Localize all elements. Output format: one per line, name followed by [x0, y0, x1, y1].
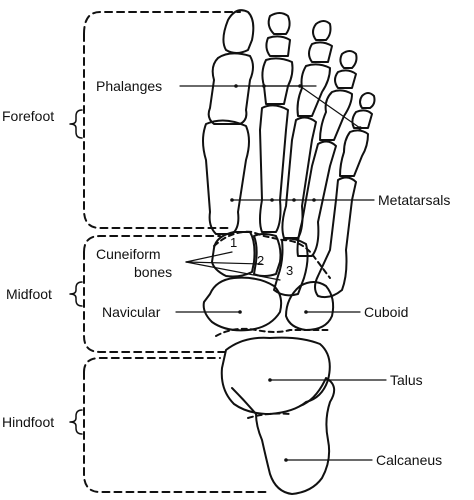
label-navicular: Navicular — [102, 304, 161, 320]
forefoot-brace — [69, 109, 83, 139]
phalanges-leader-3 — [299, 85, 361, 129]
leader-lines — [175, 85, 387, 461]
third-toe-proximal — [296, 63, 331, 117]
second-metatarsal — [259, 104, 289, 233]
label-cuboid: Cuboid — [364, 304, 409, 320]
midfoot-bracket — [83, 235, 227, 353]
medial-cuneiform — [211, 231, 256, 278]
lateral-cuneiform — [273, 237, 309, 297]
third-toe-middle — [308, 41, 333, 63]
leader-dots — [230, 84, 362, 462]
calcaneus-bone — [231, 377, 336, 495]
navicular-bone — [202, 276, 283, 332]
cuboid-bone — [285, 281, 335, 331]
hindfoot-bracket — [83, 357, 271, 493]
third-metatarsal — [281, 116, 317, 239]
region-label-forefoot: Forefoot — [2, 108, 55, 124]
fifth-toe-proximal — [339, 129, 369, 177]
calcaneus-talus-junction — [247, 412, 291, 419]
midfoot-brace — [69, 281, 83, 307]
fourth-toe-distal — [339, 50, 358, 69]
fifth-toe-distal — [359, 92, 376, 109]
talus-bone — [220, 336, 331, 415]
tarsometatarsal-joint-line — [213, 230, 331, 279]
label-phalanges: Phalanges — [96, 78, 163, 94]
third-toe-distal — [312, 20, 332, 41]
hallux-distal-phalanx — [222, 9, 255, 54]
cuneiform-number-2: 2 — [257, 253, 265, 268]
region-label-hindfoot: Hindfoot — [2, 414, 55, 430]
cuneiform-number-3: 3 — [286, 263, 294, 278]
label-talus: Talus — [390, 372, 423, 388]
label-metatarsals: Metatarsals — [378, 192, 451, 208]
second-toe-proximal — [261, 57, 294, 105]
second-toe-distal — [267, 12, 291, 35]
hindfoot-brace — [69, 409, 83, 435]
region-label-midfoot: Midfoot — [6, 286, 52, 302]
cuneiform-number-1: 1 — [230, 235, 238, 250]
fourth-toe-proximal — [319, 89, 353, 141]
intermediate-cuneiform — [253, 233, 282, 277]
label-calcaneus: Calcaneus — [376, 452, 443, 468]
region-brackets — [83, 11, 271, 493]
second-toe-middle — [265, 35, 291, 57]
label-cuneiform: Cuneiform — [96, 246, 161, 262]
fourth-metatarsal — [296, 140, 337, 257]
label-cuneiform-bones: bones — [134, 264, 173, 280]
cuneiform-leader-2 — [185, 261, 263, 265]
hallux-proximal-phalanx — [207, 52, 254, 125]
first-metatarsal — [202, 119, 250, 235]
forefoot-bracket — [83, 11, 241, 229]
fifth-toe-middle — [351, 109, 373, 129]
fifth-metatarsal — [314, 176, 357, 299]
fourth-toe-middle — [334, 69, 357, 89]
transverse-tarsal-joint-line — [215, 327, 331, 337]
cuneiform-leader-3 — [185, 261, 281, 281]
cuneiform-leader-1 — [185, 251, 233, 263]
